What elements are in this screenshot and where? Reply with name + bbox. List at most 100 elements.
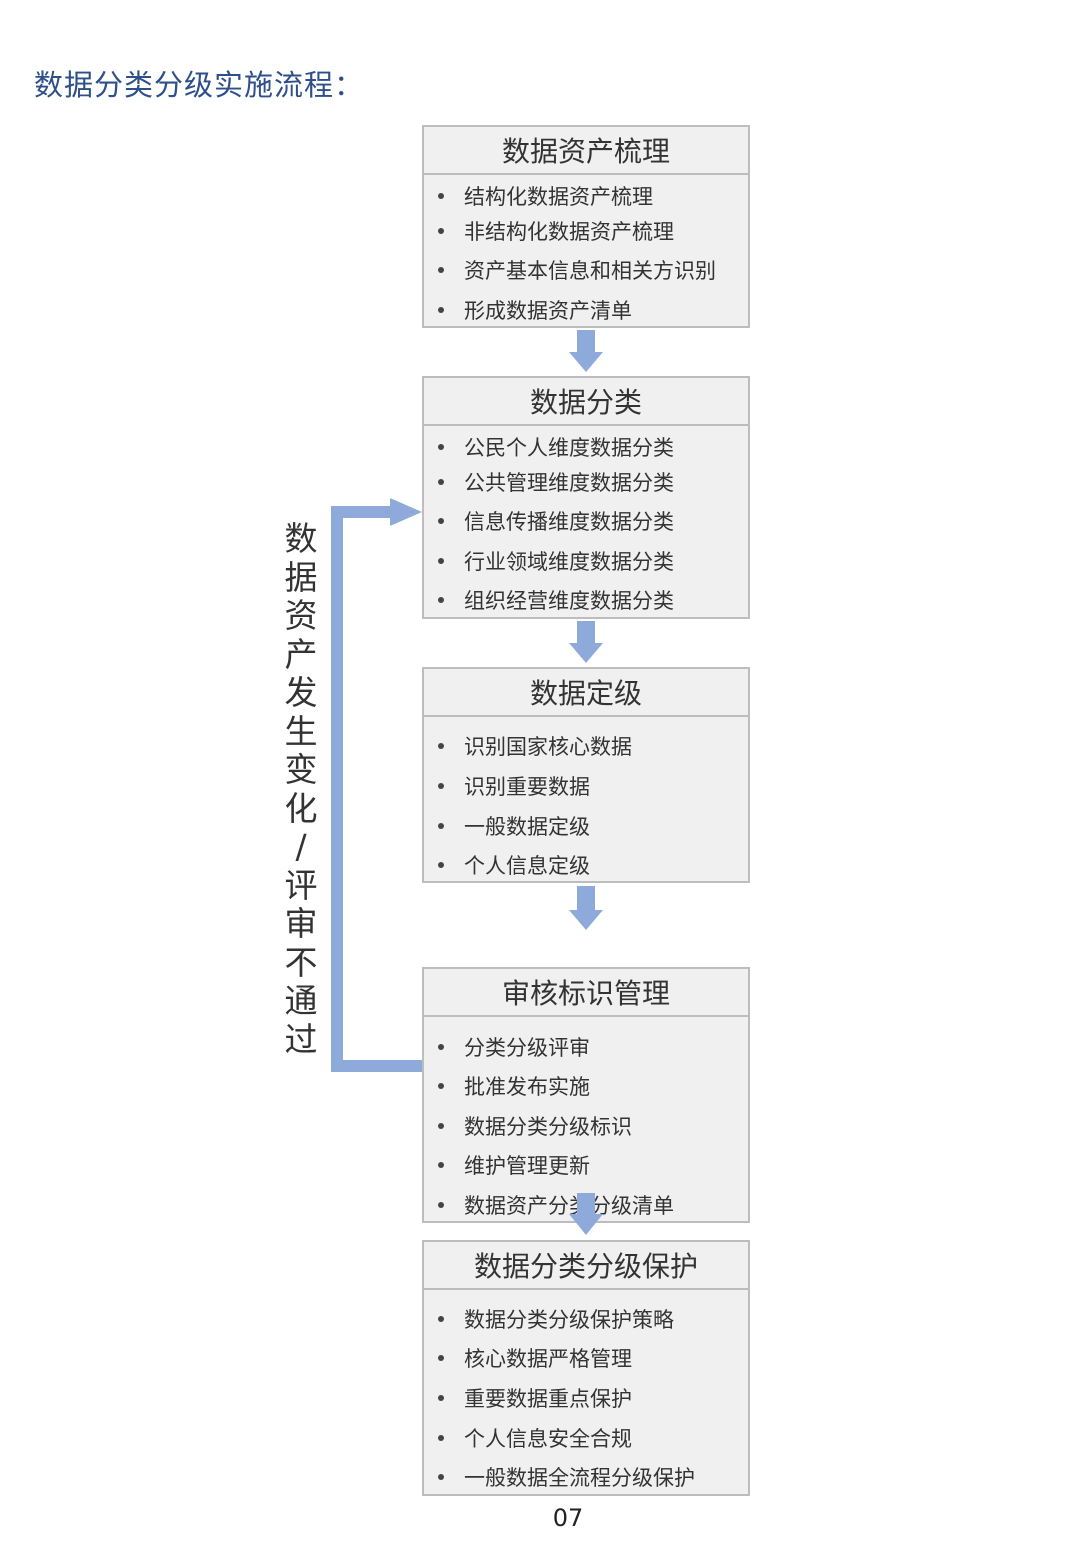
list-item-label: 重要数据重点保护: [464, 1387, 632, 1411]
bullet-icon: [438, 518, 444, 524]
step-box-classification: 数据分类 公民个人维度数据分类 公共管理维度数据分类 信息传播维度数据分类 行业…: [422, 376, 750, 619]
bullet-icon: [438, 1083, 444, 1089]
down-arrow-icon: [569, 621, 603, 663]
list-item: 维护管理更新: [438, 1150, 744, 1180]
step-header: 数据分类: [424, 378, 748, 426]
feedback-label-char: 资: [284, 596, 318, 635]
feedback-label-char: 通: [284, 981, 318, 1020]
bullet-icon: [438, 597, 444, 603]
list-item: 公共管理维度数据分类: [438, 467, 744, 497]
bullet-icon: [438, 193, 444, 199]
list-item: 数据分类分级标识: [438, 1111, 744, 1141]
bullet-icon: [438, 1395, 444, 1401]
list-item-label: 非结构化数据资产梳理: [464, 220, 674, 244]
step-box-review-marking: 审核标识管理 分类分级评审 批准发布实施 数据分类分级标识 维护管理更新 数据资…: [422, 967, 750, 1223]
list-item-label: 一般数据全流程分级保护: [464, 1466, 695, 1490]
list-item: 识别国家核心数据: [438, 731, 744, 761]
feedback-label-char: 不: [284, 942, 318, 982]
feedback-label-char: 产: [284, 634, 318, 674]
list-item: 核心数据严格管理: [438, 1343, 744, 1373]
step-box-protection: 数据分类分级保护 数据分类分级保护策略 核心数据严格管理 重要数据重点保护 个人…: [422, 1240, 750, 1496]
bullet-icon: [438, 862, 444, 868]
list-item-label: 个人信息定级: [464, 854, 590, 878]
list-item-label: 数据分类分级保护策略: [464, 1308, 674, 1332]
feedback-label-char: 发: [284, 673, 318, 712]
list-item: 资产基本信息和相关方识别: [438, 255, 744, 285]
list-item-label: 结构化数据资产梳理: [464, 185, 653, 209]
list-item: 个人信息安全合规: [438, 1423, 744, 1453]
list-item: 分类分级评审: [438, 1032, 744, 1062]
step-header: 审核标识管理: [424, 969, 748, 1017]
step-header: 数据分类分级保护: [424, 1242, 748, 1290]
list-item: 信息传播维度数据分类: [438, 506, 744, 536]
list-item-label: 分类分级评审: [464, 1036, 590, 1060]
bullet-icon: [438, 267, 444, 273]
feedback-label-char: 数: [284, 519, 318, 558]
list-item-label: 行业领域维度数据分类: [464, 550, 674, 574]
list-item-label: 公民个人维度数据分类: [464, 436, 674, 460]
step-box-asset-inventory: 数据资产梳理 结构化数据资产梳理 非结构化数据资产梳理 资产基本信息和相关方识别…: [422, 125, 750, 328]
list-item-label: 识别国家核心数据: [464, 735, 632, 759]
list-item: 一般数据定级: [438, 811, 744, 841]
feedback-label-char: 过: [284, 1019, 318, 1059]
list-item: 公民个人维度数据分类: [438, 432, 744, 462]
feedback-label-char: 据: [284, 557, 318, 597]
list-item: 数据分类分级保护策略: [438, 1304, 744, 1334]
bullet-icon: [438, 1474, 444, 1480]
list-item-label: 批准发布实施: [464, 1075, 590, 1099]
list-item: 个人信息定级: [438, 850, 744, 880]
list-item: 组织经营维度数据分类: [438, 585, 744, 615]
list-item-label: 组织经营维度数据分类: [464, 589, 674, 613]
down-arrow-icon: [569, 886, 603, 930]
list-item-label: 一般数据定级: [464, 815, 590, 839]
list-item: 形成数据资产清单: [438, 295, 744, 325]
page-title: 数据分类分级实施流程：: [34, 68, 365, 102]
bullet-icon: [438, 1435, 444, 1441]
list-item: 非结构化数据资产梳理: [438, 216, 744, 246]
bullet-icon: [438, 1202, 444, 1208]
page-number: 07: [552, 1504, 584, 1532]
bullet-icon: [438, 228, 444, 234]
feedback-label-char: 评: [284, 865, 318, 905]
list-item: 识别重要数据: [438, 771, 744, 801]
list-item-label: 资产基本信息和相关方识别: [464, 259, 716, 283]
bullet-icon: [438, 1316, 444, 1322]
feedback-label-char: 变: [284, 750, 318, 789]
step-header: 数据定级: [424, 669, 748, 717]
bullet-icon: [438, 1355, 444, 1361]
list-item: 结构化数据资产梳理: [438, 181, 744, 211]
list-item-label: 识别重要数据: [464, 775, 590, 799]
list-item-label: 信息传播维度数据分类: [464, 510, 674, 534]
feedback-label: 数据资产发生变化/评审不通过: [280, 519, 322, 1059]
bullet-icon: [438, 1044, 444, 1050]
feedback-label-char: 化: [284, 788, 318, 828]
feedback-label-char: 生: [284, 711, 318, 751]
right-arrow-icon: [390, 498, 422, 526]
bullet-icon: [438, 783, 444, 789]
list-item-label: 公共管理维度数据分类: [464, 471, 674, 495]
bullet-icon: [438, 558, 444, 564]
list-item: 重要数据重点保护: [438, 1383, 744, 1413]
list-item-label: 个人信息安全合规: [464, 1427, 632, 1451]
list-item: 行业领域维度数据分类: [438, 546, 744, 576]
list-item: 批准发布实施: [438, 1071, 744, 1101]
bullet-icon: [438, 823, 444, 829]
feedback-loop-arrow: [331, 498, 422, 1072]
list-item-label: 核心数据严格管理: [464, 1347, 632, 1371]
bullet-icon: [438, 479, 444, 485]
bullet-icon: [438, 1162, 444, 1168]
feedback-label-char: /: [295, 827, 307, 866]
bullet-icon: [438, 444, 444, 450]
list-item-label: 维护管理更新: [464, 1154, 590, 1178]
bullet-icon: [438, 743, 444, 749]
down-arrow-icon: [569, 330, 603, 372]
list-item: 一般数据全流程分级保护: [438, 1462, 744, 1492]
step-header: 数据资产梳理: [424, 127, 748, 175]
list-item-label: 形成数据资产清单: [464, 299, 632, 323]
bullet-icon: [438, 307, 444, 313]
step-box-grading: 数据定级 识别国家核心数据 识别重要数据 一般数据定级 个人信息定级: [422, 667, 750, 883]
down-arrow-icon: [569, 1193, 603, 1235]
list-item-label: 数据分类分级标识: [464, 1115, 632, 1139]
bullet-icon: [438, 1123, 444, 1129]
